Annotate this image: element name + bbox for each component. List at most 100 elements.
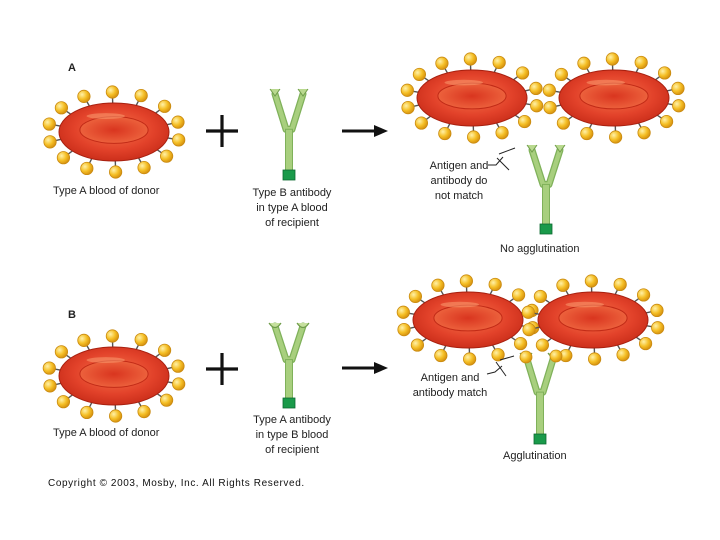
antigen-icon (522, 323, 536, 337)
antigen-icon (467, 130, 481, 144)
plus-icon (206, 115, 238, 147)
antigen-icon (650, 303, 664, 317)
antigen-icon (438, 126, 452, 141)
cell-highlight (444, 79, 483, 86)
antibody-stem (285, 128, 293, 173)
antigen-icon (54, 101, 69, 115)
result-label-b: Agglutination (503, 450, 567, 462)
antigen-icon (636, 288, 651, 302)
antigen-icon (171, 359, 185, 373)
antigen-icon (517, 114, 532, 129)
copyright-notice: Copyright © 2003, Mosby, Inc. All Rights… (48, 478, 305, 489)
antigen-icon (529, 81, 543, 95)
result-label-a: No agglutination (500, 243, 580, 255)
antigen-icon (43, 379, 57, 393)
antigen-icon (42, 361, 56, 375)
antibody-label-a-line-2: in type A blood (256, 202, 328, 214)
cell-highlight (565, 301, 604, 308)
antigen-icon (588, 352, 602, 366)
match-label-a-line-1: Antigen and (429, 160, 489, 172)
antigen-icon (171, 115, 185, 129)
antigen-icon (431, 278, 445, 292)
antigen-icon (134, 332, 148, 347)
antibody-binding-site (268, 322, 282, 329)
antigen-icon (109, 165, 123, 179)
antibody-label-a-line-3: of recipient (265, 217, 319, 229)
antigen-icon (105, 85, 119, 99)
panel-letter-b: B (68, 309, 76, 321)
antigen-icon (659, 114, 674, 129)
antigen-icon (412, 67, 427, 82)
cell-center (579, 82, 649, 110)
red-blood-cell-result-a-2 (542, 52, 686, 144)
antibody-stem (285, 359, 293, 401)
antibody-label-a-line-1: Type B antibody (252, 187, 332, 199)
cell-highlight (86, 113, 125, 119)
antigen-icon (400, 83, 414, 97)
antigen-icon (172, 377, 186, 391)
donor-label-a: Type A blood of donor (53, 185, 160, 197)
red-blood-cell-result-b-1 (396, 274, 540, 366)
antigen-icon (511, 288, 526, 302)
antigen-icon (105, 329, 119, 343)
antigen-icon (491, 348, 505, 362)
antigen-icon (42, 117, 56, 131)
antibody-base (282, 397, 296, 409)
bracket-pointer-b (486, 355, 515, 377)
antigen-icon (580, 126, 594, 141)
antigen-icon (80, 161, 94, 176)
antigen-icon (533, 289, 548, 304)
antigen-icon (513, 336, 528, 351)
bound-antigen-icon (549, 349, 563, 363)
antibody-label-a: Type B antibody in type A blood of recip… (236, 186, 348, 231)
panel-letter-a: A (68, 62, 76, 74)
antigen-icon (43, 135, 57, 149)
antigen-icon (651, 321, 665, 335)
antigen-icon (157, 343, 172, 357)
donor-label-b: Type A blood of donor (53, 427, 160, 439)
match-label-b-line-1: Antigen and (420, 372, 480, 384)
red-blood-cell-donor-a (42, 85, 186, 179)
antibody-stem (536, 391, 544, 437)
antigen-icon (515, 66, 530, 80)
plus-icon (206, 353, 238, 385)
antigen-icon (637, 126, 651, 140)
antibody-binding-site (296, 322, 310, 329)
match-label-b: Antigen and antibody match (404, 371, 496, 401)
cell-center (558, 304, 628, 332)
antigen-icon (463, 52, 477, 66)
antibody-binding-site (526, 144, 538, 153)
type-a-antibody (268, 322, 310, 409)
red-blood-cell-result-a-1 (400, 52, 544, 144)
antigen-icon (56, 395, 71, 409)
antigen-icon (657, 66, 672, 80)
antigen-icon (137, 161, 151, 175)
antigen-icon (577, 56, 591, 70)
antigen-icon (397, 323, 411, 337)
antigen-icon (638, 336, 653, 351)
antigen-icon (410, 338, 425, 352)
match-label-a-line-2: antibody do (430, 175, 488, 187)
antigen-icon (495, 126, 509, 140)
cell-center (79, 360, 149, 388)
antibody-label-b-line-2: in type B blood (255, 429, 329, 441)
antigen-icon (80, 405, 94, 420)
antigen-icon (77, 89, 91, 103)
antigen-icon (435, 56, 449, 70)
antigen-icon (77, 333, 91, 347)
type-b-antibody-unbound (526, 144, 566, 235)
arrow-right-icon (342, 362, 388, 374)
antibody-base (533, 433, 547, 445)
antibody-label-b-line-1: Type A antibody (253, 414, 331, 426)
antigen-icon (159, 393, 174, 407)
antigen-icon (459, 274, 473, 288)
cell-highlight (86, 357, 125, 363)
type-a-antibody-bound (519, 349, 563, 445)
antigen-icon (671, 81, 685, 95)
antigen-icon (556, 116, 571, 130)
antibody-base (539, 223, 553, 235)
antigen-icon (408, 289, 423, 304)
antigen-icon (134, 88, 148, 103)
cell-center (433, 304, 503, 332)
